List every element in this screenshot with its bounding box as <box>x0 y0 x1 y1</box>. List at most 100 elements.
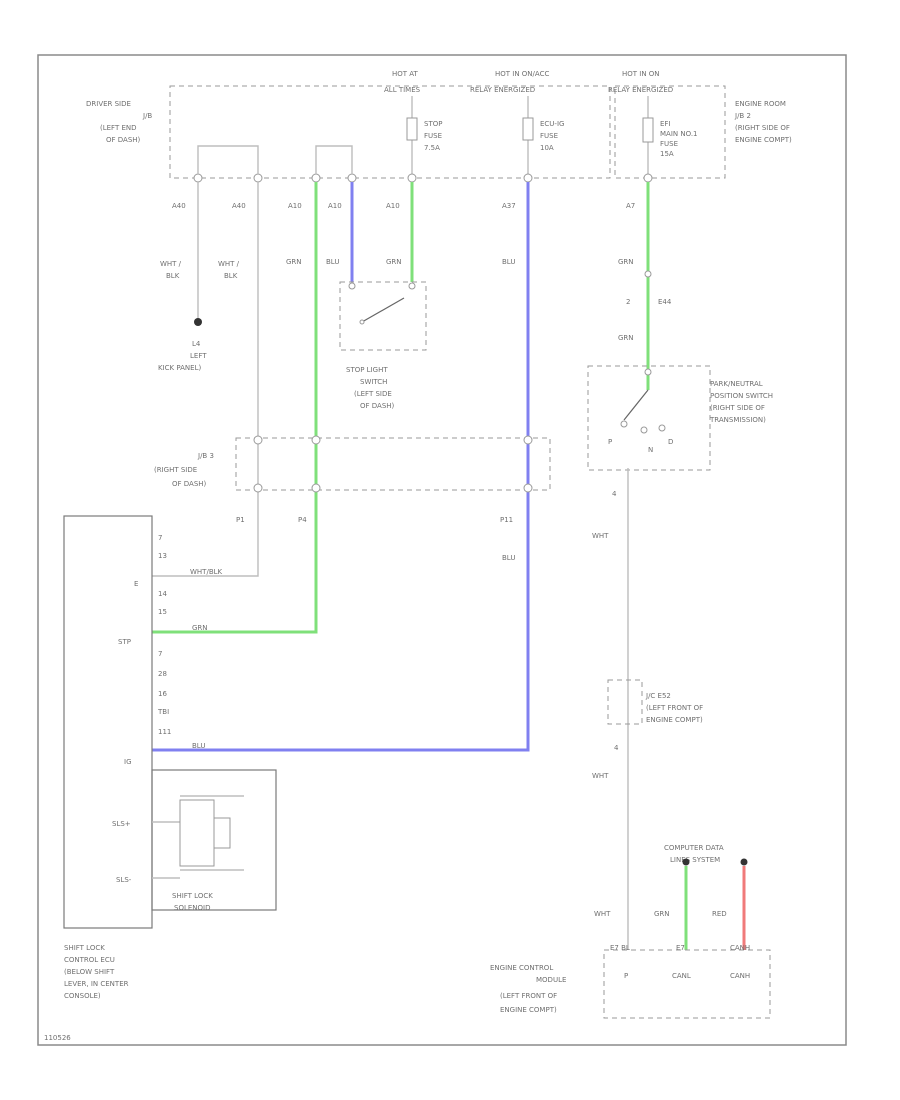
conn-a7: A7 <box>626 202 635 210</box>
engine-room-jb-box <box>614 85 726 179</box>
wire-color-blu-1: BLU <box>326 258 339 266</box>
wire-color-wht-2: WHT <box>592 772 609 780</box>
svg-text:P: P <box>624 972 628 980</box>
conn-a40: A40 <box>172 202 186 210</box>
svg-text:STOP LIGHT: STOP LIGHT <box>346 366 388 374</box>
svg-text:CANL: CANL <box>672 972 691 980</box>
conn-a37: A37 <box>502 202 516 210</box>
conn-a10: A10 <box>288 202 302 210</box>
ground-label: L4 <box>192 340 201 348</box>
svg-text:15: 15 <box>158 608 167 616</box>
jb-internal-link-1 <box>197 145 259 174</box>
svg-text:FUSE: FUSE <box>540 132 558 140</box>
svg-text:CANH: CANH <box>730 944 750 952</box>
svg-text:CANH: CANH <box>730 972 750 980</box>
stop-light-switch <box>348 282 416 325</box>
svg-text:CONSOLE): CONSOLE) <box>64 992 101 1000</box>
park-neutral-switch-box <box>587 365 711 471</box>
svg-text:ENGINE CONTROL: ENGINE CONTROL <box>490 964 553 972</box>
svg-text:LINES SYSTEM: LINES SYSTEM <box>670 856 720 864</box>
ecm-desc: ENGINE CONTROL MODULE (LEFT FRONT OF ENG… <box>490 964 566 1014</box>
ecu-wire-wht-blk: WHT/BLK <box>190 568 223 576</box>
svg-text:SWITCH: SWITCH <box>360 378 387 386</box>
hot-label-3-sub: RELAY ENERGIZED <box>608 86 673 94</box>
park-pos-d: D <box>668 438 673 446</box>
hot-label-2: HOT IN ON/ACC <box>495 70 549 78</box>
svg-text:ENGINE COMPT): ENGINE COMPT) <box>500 1006 557 1014</box>
svg-text:BLK: BLK <box>166 272 180 280</box>
efi-fuse <box>642 117 654 143</box>
shift-lock-ecu-box <box>63 515 153 929</box>
wire-color-wht-blk-2: WHT / BLK <box>218 260 240 280</box>
jb-internal-link-2 <box>315 145 353 174</box>
solenoid-label: SHIFT LOCK SOLENOID <box>172 892 213 912</box>
ground-desc: LEFT KICK PANEL) <box>158 352 207 372</box>
svg-text:IG: IG <box>124 758 132 766</box>
blu-wire-ig <box>152 182 530 752</box>
conn-a10b: A10 <box>328 202 342 210</box>
wire-color-wht-1: WHT <box>592 532 609 540</box>
svg-text:WHT /: WHT / <box>218 260 240 268</box>
ground-point <box>194 318 202 326</box>
hot-label-2-sub: RELAY ENERGIZED <box>470 86 535 94</box>
conn-p11: P11 <box>500 516 513 524</box>
stop-light-switch-label: STOP LIGHT SWITCH (LEFT SIDE OF DASH) <box>346 366 395 410</box>
stop-light-switch-box <box>339 281 427 351</box>
hot-label-3: HOT IN ON <box>622 70 660 78</box>
svg-text:STOP: STOP <box>424 120 442 128</box>
wire-color-red-1: RED <box>712 910 727 918</box>
svg-text:TRANSMISSION): TRANSMISSION) <box>709 416 766 424</box>
hot-label-1-sub: ALL TIMES <box>384 86 421 94</box>
svg-text:10A: 10A <box>540 144 554 152</box>
svg-text:ENGINE COMPT): ENGINE COMPT) <box>735 136 792 144</box>
svg-text:BLK: BLK <box>224 272 238 280</box>
wht-blk-wire-ecu <box>152 182 259 577</box>
park-neutral-switch <box>620 368 666 434</box>
svg-text:OF DASH): OF DASH) <box>172 480 207 488</box>
svg-text:KICK PANEL): KICK PANEL) <box>158 364 201 372</box>
svg-text:16: 16 <box>158 690 167 698</box>
eccs-fuse <box>522 117 534 141</box>
svg-text:13: 13 <box>158 552 167 560</box>
data-line-label: COMPUTER DATA LINES SYSTEM <box>664 844 724 864</box>
wire-color-grn-3: GRN <box>618 258 634 266</box>
solenoid-coil <box>179 799 215 867</box>
svg-text:POSITION SWITCH: POSITION SWITCH <box>710 392 773 400</box>
svg-text:FUSE: FUSE <box>424 132 442 140</box>
ecu-wire-blu: BLU <box>192 742 205 750</box>
svg-text:ECU-IG: ECU-IG <box>540 120 564 128</box>
svg-text:(LEFT END: (LEFT END <box>100 124 137 132</box>
svg-text:(LEFT SIDE: (LEFT SIDE <box>354 390 392 398</box>
diagram-frame <box>37 54 847 1046</box>
park-pos-n: N <box>648 446 653 454</box>
wire-color-grn-2: GRN <box>386 258 402 266</box>
svg-text:LEVER, IN CENTER: LEVER, IN CENTER <box>64 980 129 988</box>
svg-text:OF DASH): OF DASH) <box>106 136 141 144</box>
svg-text:(RIGHT SIDE OF: (RIGHT SIDE OF <box>710 404 765 412</box>
svg-text:DRIVER SIDE: DRIVER SIDE <box>86 100 131 108</box>
efi-fuse-label: EFI MAIN NO.1 FUSE 15A <box>660 120 698 158</box>
svg-text:TBI: TBI <box>157 708 169 716</box>
svg-text:(LEFT FRONT OF: (LEFT FRONT OF <box>646 704 703 712</box>
svg-text:7.5A: 7.5A <box>424 144 440 152</box>
ecm-pins: E7 BL E7 CANH <box>610 944 750 952</box>
data-line-node-canl <box>682 858 690 866</box>
conn-a10c: A10 <box>386 202 400 210</box>
svg-text:PARK/NEUTRAL: PARK/NEUTRAL <box>710 380 763 388</box>
svg-text:COMPUTER DATA: COMPUTER DATA <box>664 844 724 852</box>
svg-text:LEFT: LEFT <box>190 352 207 360</box>
svg-text:15A: 15A <box>660 150 674 158</box>
svg-text:E7: E7 <box>676 944 685 952</box>
ecu-sls-plus: SLS+ <box>112 820 131 828</box>
ecu-wire-grn: GRN <box>192 624 208 632</box>
svg-text:EFI: EFI <box>660 120 671 128</box>
svg-text:111: 111 <box>158 728 171 736</box>
wire-color-wht-3: WHT <box>594 910 611 918</box>
driver-jb-label: DRIVER SIDE J/B (LEFT END OF DASH) <box>86 100 152 144</box>
park-pos-p: P <box>608 438 612 446</box>
conn-e44: E44 <box>658 298 672 306</box>
engine-room-jb-label: ENGINE ROOM J/B 2 (RIGHT SIDE OF ENGINE … <box>734 100 792 144</box>
svg-text:MAIN NO.1: MAIN NO.1 <box>660 130 698 138</box>
jb3-box <box>235 437 551 491</box>
svg-text:J/C E52: J/C E52 <box>645 692 671 700</box>
